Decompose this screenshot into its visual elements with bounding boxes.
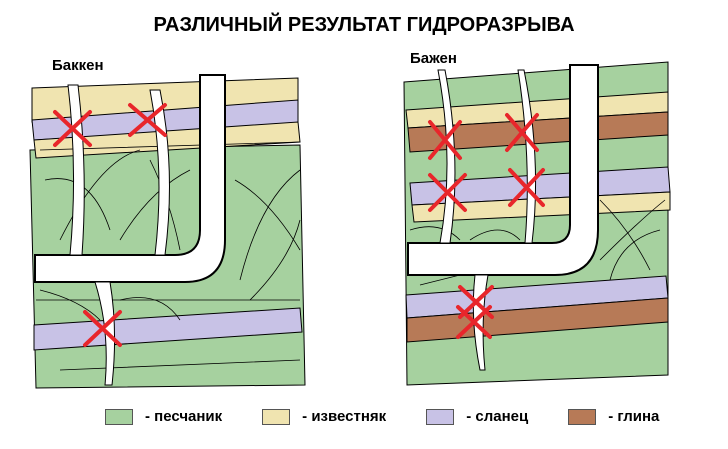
failed-fracture-marks — [53, 103, 545, 347]
legend-label: - песчаник — [145, 408, 223, 425]
layer-clay — [406, 297, 669, 343]
fracture — [437, 69, 456, 244]
clay-swatch — [568, 408, 597, 425]
cross-mark — [428, 120, 462, 160]
cross-mark — [128, 103, 167, 137]
cross-mark — [456, 305, 492, 339]
layer-shale — [33, 307, 303, 351]
legend-item-shale: - сланец — [426, 408, 528, 425]
limestone-swatch — [262, 408, 291, 425]
fracture — [149, 89, 170, 256]
cross-mark — [53, 110, 92, 147]
legend: - песчаник - известняк - сланец - глина — [105, 408, 699, 425]
panel-label-bakken: Баккен — [52, 57, 104, 74]
bazhen-panel — [403, 61, 671, 386]
cross-mark — [505, 113, 539, 152]
fracture — [94, 281, 116, 386]
cross-mark — [428, 173, 467, 212]
legend-item-clay: - глина — [568, 408, 659, 425]
legend-item-sandstone: - песчаник — [105, 408, 222, 425]
cross-mark — [83, 310, 122, 347]
legend-item-limestone: - известняк — [262, 408, 386, 425]
panel-label-bazhen: Бажен — [410, 50, 457, 67]
shale-swatch — [426, 408, 455, 425]
legend-label: - глина — [608, 408, 660, 425]
bakken-panel — [29, 74, 306, 389]
diagram-title: РАЗЛИЧНЫЙ РЕЗУЛЬТАТ ГИДРОРАЗРЫВА — [153, 14, 575, 36]
sandstone-swatch — [105, 408, 133, 425]
cross-mark — [508, 168, 545, 207]
legend-label: - известняк — [302, 408, 387, 425]
legend-label: - сланец — [466, 408, 529, 425]
